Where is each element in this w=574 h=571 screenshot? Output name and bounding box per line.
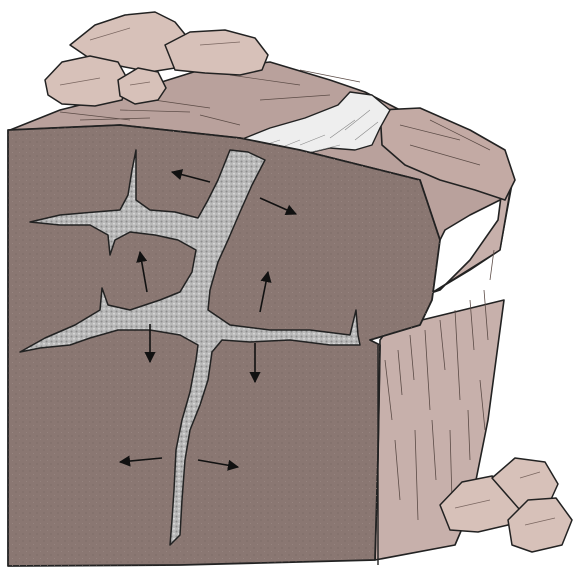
frost-wedging-diagram [0, 0, 574, 571]
